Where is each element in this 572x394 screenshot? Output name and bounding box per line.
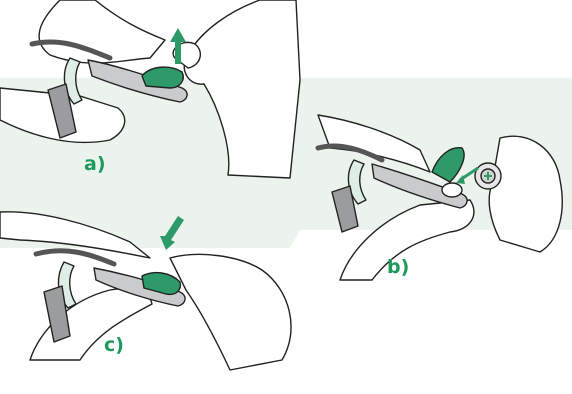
step-c-earhook	[36, 251, 114, 264]
step-c-right-hand	[170, 254, 291, 370]
step-b-battery-compartment	[442, 183, 462, 197]
step-label-a: a)	[84, 155, 106, 174]
step-label-c: c)	[104, 336, 124, 355]
step-a-battery-cover	[142, 67, 183, 88]
step-label-b: b)	[387, 258, 409, 277]
